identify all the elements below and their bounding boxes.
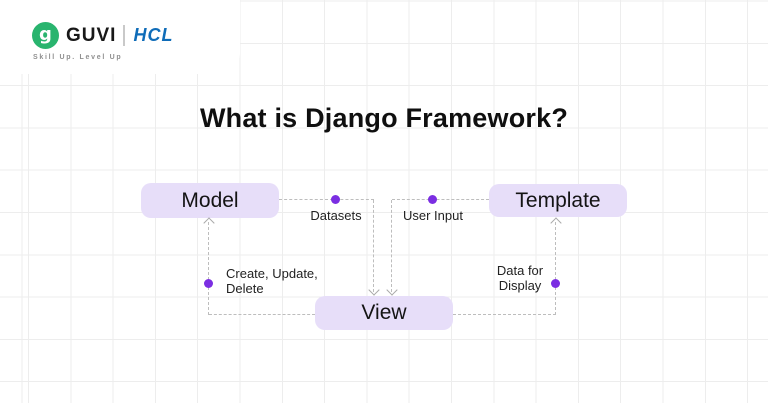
edge-label-create-update-delete: Create, Update, Delete	[226, 266, 336, 296]
hcl-brand-text: HCL	[133, 25, 174, 45]
node-template: Template	[489, 184, 627, 217]
guvi-icon-letter: g	[39, 23, 52, 45]
connector-dot	[331, 195, 340, 204]
edge-view-to-model-h	[209, 314, 315, 315]
page-title: What is Django Framework?	[199, 103, 569, 133]
edge-label-datasets: Datasets	[310, 208, 362, 223]
edge-model-to-view-h	[279, 199, 374, 200]
edge-view-to-model-v	[208, 222, 209, 315]
edge-label-data-for-display: Data for Display	[487, 263, 553, 293]
edge-label-line: Display	[498, 278, 542, 293]
connector-dot	[428, 195, 437, 204]
logo-card: g GUVI HCL Skill Up. Level Up	[0, 0, 240, 74]
edge-view-to-template-h	[453, 314, 556, 315]
node-view-label: View	[361, 301, 407, 324]
logo-tagline: Skill Up. Level Up	[33, 54, 123, 61]
logo-divider	[123, 25, 126, 46]
edge-label-line: Create, Update,	[226, 266, 318, 281]
node-model-label: Model	[181, 188, 239, 212]
node-template-label: Template	[515, 188, 601, 212]
node-model: Model	[141, 183, 279, 218]
edge-view-to-template-v	[555, 222, 556, 315]
guvi-brand-text: GUVI	[66, 24, 117, 46]
edge-label-user-input: User Input	[403, 208, 463, 223]
edge-model-to-view-v	[373, 200, 374, 292]
edge-template-to-view-v	[391, 200, 392, 292]
logo-row: g GUVI HCL	[32, 22, 173, 49]
connector-dot	[204, 279, 213, 288]
guvi-logo-icon: g	[32, 22, 59, 49]
connector-dot	[551, 279, 560, 288]
node-view: View	[315, 296, 453, 330]
edge-template-to-view-h	[392, 199, 489, 200]
edge-label-line: Delete	[226, 281, 264, 296]
edge-label-line: Data for	[496, 263, 544, 278]
